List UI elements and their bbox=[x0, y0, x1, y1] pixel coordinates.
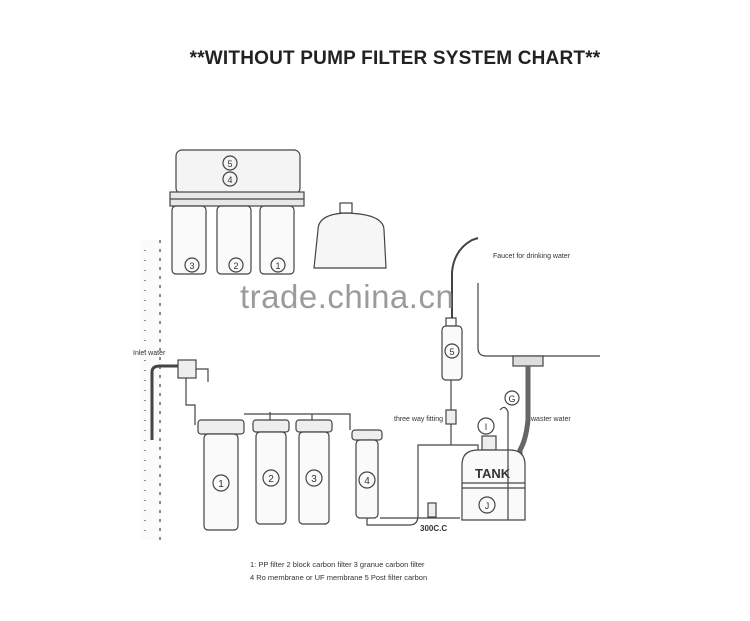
marker-top-2: 2 bbox=[233, 261, 238, 271]
tank-label: TANK bbox=[475, 466, 511, 481]
legend-line-1: 1: PP filter 2 block carbon filter 3 gra… bbox=[250, 560, 425, 569]
post-filter: 5 bbox=[441, 317, 463, 381]
top-assembly-image: 5 4 3 2 1 bbox=[169, 149, 305, 275]
marker-filter-1: 1 bbox=[218, 479, 224, 490]
flow-restrictor bbox=[427, 502, 437, 518]
waste-water-label: waster water bbox=[530, 416, 571, 423]
marker-top-4: 4 bbox=[227, 175, 232, 185]
marker-filter-3: 3 bbox=[311, 474, 317, 485]
bottom-filters: 1 2 3 4 bbox=[197, 419, 383, 531]
marker-g: G bbox=[508, 394, 515, 404]
three-way-fitting bbox=[445, 409, 457, 425]
storage-tank-image bbox=[313, 202, 387, 269]
sink bbox=[477, 283, 600, 510]
inlet-water-label: Inlet water bbox=[133, 350, 166, 357]
legend-line-2: 4 Ro membrane or UF membrane 5 Post filt… bbox=[250, 573, 428, 582]
marker-filter-5: 5 bbox=[449, 347, 454, 357]
chart-title: **WITHOUT PUMP FILTER SYSTEM CHART** bbox=[189, 48, 601, 69]
faucet-label: Faucet for drinking water bbox=[493, 253, 571, 260]
marker-top-5: 5 bbox=[227, 159, 232, 169]
pressure-tank: I TANK J G bbox=[461, 390, 526, 521]
marker-j: J bbox=[485, 501, 490, 511]
inlet-valve bbox=[177, 359, 197, 379]
marker-filter-2: 2 bbox=[268, 474, 274, 485]
marker-i: I bbox=[485, 422, 488, 432]
marker-top-1: 1 bbox=[275, 261, 280, 271]
marker-top-3: 3 bbox=[189, 261, 194, 271]
three-way-fitting-label: three way fitting bbox=[394, 416, 443, 423]
flow-restrictor-label: 300C.C bbox=[420, 524, 447, 533]
watermark: trade.china.cn bbox=[240, 278, 455, 315]
marker-filter-4: 4 bbox=[364, 476, 370, 487]
faucet bbox=[451, 237, 479, 318]
